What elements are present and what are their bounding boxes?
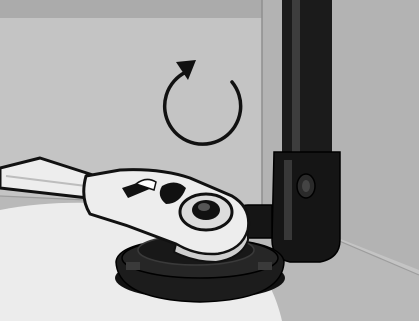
vertical-pipe-highlight: [292, 0, 300, 160]
coupling-nut-inner: [302, 180, 310, 192]
pipe-coupling: [272, 152, 340, 262]
flange-notch-left: [126, 262, 140, 270]
vertical-pipe: [282, 0, 332, 160]
socket-drive-highlight: [198, 203, 210, 211]
flange-notch-right: [258, 262, 272, 270]
pipe-coupling-highlight: [284, 160, 292, 240]
